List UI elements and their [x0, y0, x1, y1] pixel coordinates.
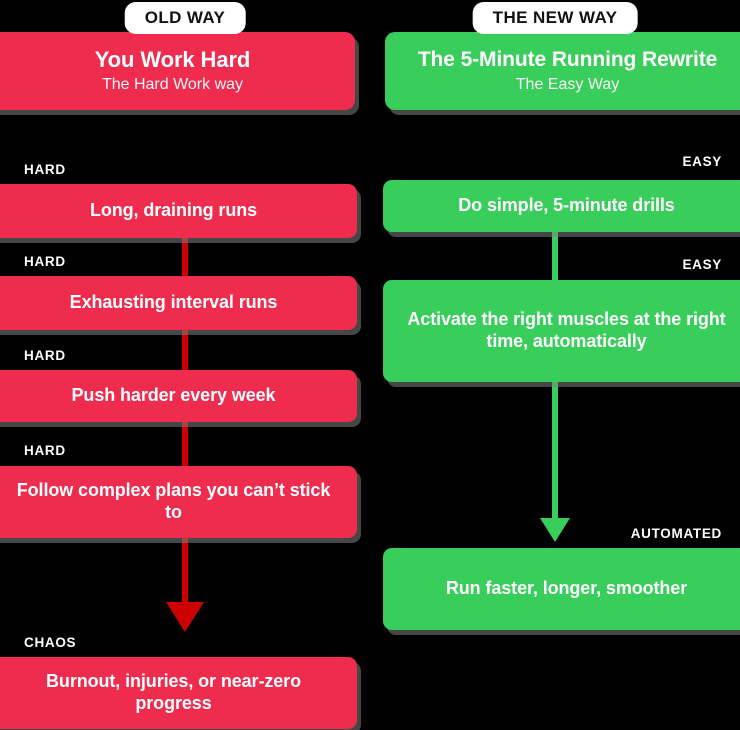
old-way-arrow [165, 536, 205, 632]
new-way-header-card: The 5-Minute Running Rewrite The Easy Wa… [385, 32, 740, 110]
new-way-header-title: The 5-Minute Running Rewrite [417, 48, 718, 72]
new-way-arrow-head [540, 518, 570, 542]
new-way-header-subtitle: The Easy Way [515, 75, 620, 93]
old-way-header-card: You Work Hard The Hard Work way [0, 32, 355, 110]
old-way-header-title: You Work Hard [94, 46, 251, 72]
old-way-badge: OLD WAY [124, 2, 246, 34]
new-way-tag-3: AUTOMATED [630, 526, 722, 541]
old-way-outcome: Burnout, injuries, or near-zero progress [0, 657, 357, 729]
new-way-step-1: Do simple, 5-minute drills [383, 180, 740, 232]
new-way-tag-2: EASY [682, 257, 722, 272]
old-way-tag-4: HARD [24, 443, 66, 458]
old-way-step-3: Push harder every week [0, 370, 357, 422]
old-way-arrow-stem [182, 536, 188, 606]
new-way-badge: THE NEW WAY [472, 2, 638, 34]
old-way-step-1: Long, draining runs [0, 184, 357, 238]
new-way-connector-1 [552, 228, 558, 280]
old-way-tag-2: HARD [24, 254, 66, 269]
new-way-arrow [535, 382, 575, 542]
old-way-tag-1: HARD [24, 162, 66, 177]
new-way-tag-1: EASY [682, 154, 722, 169]
new-way-column: THE NEW WAY The 5-Minute Running Rewrite… [370, 0, 740, 730]
new-way-arrow-stem [552, 382, 558, 520]
new-way-step-2: Activate the right muscles at the right … [383, 280, 740, 382]
old-way-header-subtitle: The Hard Work way [101, 76, 244, 94]
old-way-tag-3: HARD [24, 348, 66, 363]
old-way-arrow-head [166, 602, 204, 632]
new-way-outcome: Run faster, longer, smoother [383, 548, 740, 630]
old-way-column: OLD WAY You Work Hard The Hard Work way … [0, 2, 357, 729]
old-way-tag-5: CHAOS [24, 635, 77, 650]
old-way-step-2: Exhausting interval runs [0, 276, 357, 330]
old-way-connector-1 [182, 236, 188, 286]
old-way-step-4: Follow complex plans you can’t stick to [0, 466, 357, 538]
old-way-connector-2 [182, 328, 188, 372]
old-way-connector-3 [182, 420, 188, 468]
